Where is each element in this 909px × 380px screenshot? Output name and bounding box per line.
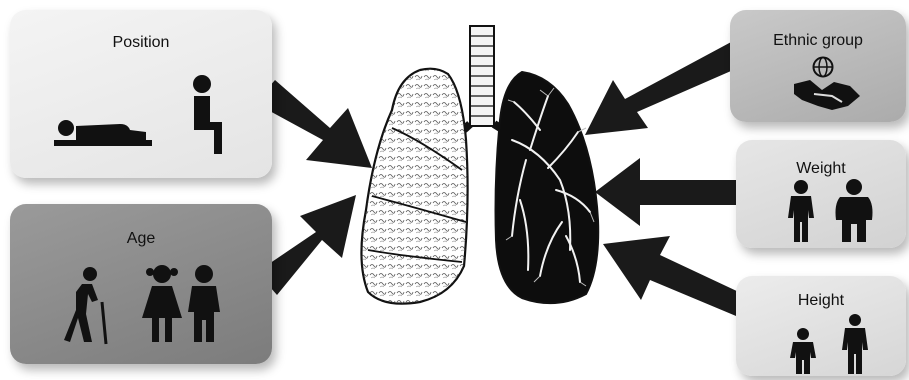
position-label: Position [10,34,272,52]
globe-icon [812,56,834,78]
age-label: Age [10,230,272,248]
height-label: Height [736,292,906,310]
right-lung [496,72,599,303]
ethnic-group-panel: Ethnic group [730,10,906,122]
weight-panel: Weight [736,140,906,248]
short-person-icon [788,328,818,374]
position-panel: Position [10,10,272,178]
age-panel: Age [10,204,272,364]
children-icon [138,264,228,344]
elderly-person-icon [62,266,112,346]
height-panel: Height [736,276,906,376]
heavy-person-icon [834,180,874,242]
handshake-icon [792,76,862,112]
tall-person-icon [840,314,870,374]
thin-person-icon [786,180,816,242]
lying-person-icon [50,110,160,150]
ethnic-group-label: Ethnic group [730,32,906,50]
weight-label: Weight [736,160,906,178]
seated-person-icon [188,74,228,154]
